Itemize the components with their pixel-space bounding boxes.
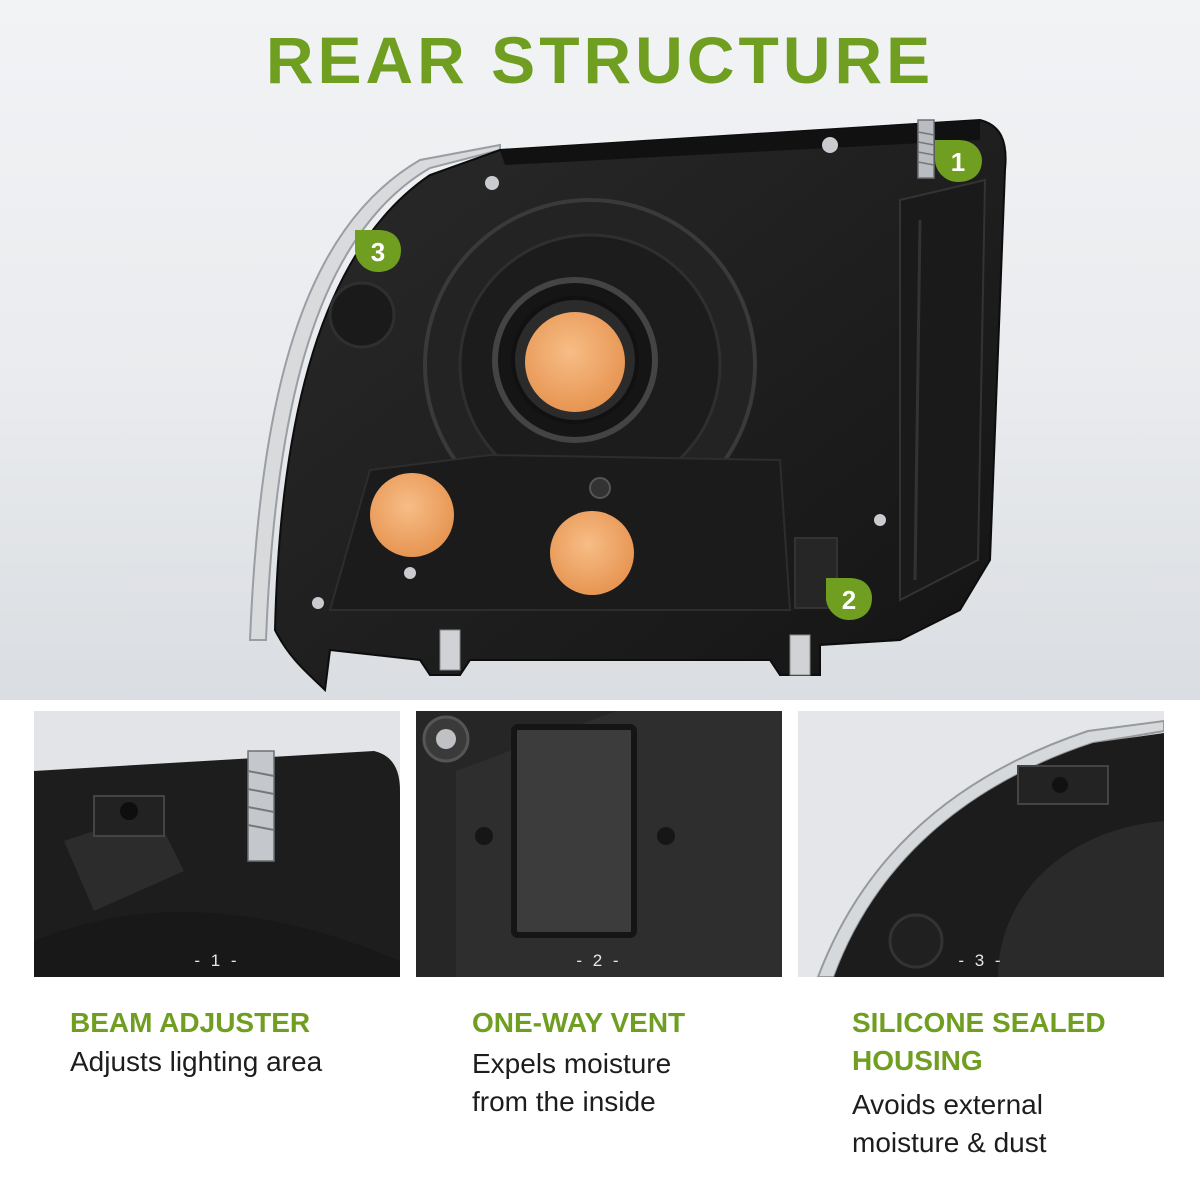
feature-title-beam-adjuster: BEAM ADJUSTER <box>70 1007 311 1038</box>
feature-desc-one-way-vent: Expels moisture from the inside <box>472 1048 672 1117</box>
panel-number-3: - 3 - <box>958 951 1004 970</box>
detail-panel-sealed-housing: - 3 - <box>798 711 1164 977</box>
marker-label-2: 2 <box>842 585 856 615</box>
leaf-badge-icon <box>935 140 982 182</box>
turn-signal-cap <box>370 473 454 557</box>
marker-badge-3: 3 <box>355 230 401 272</box>
beam-adjuster-closeup <box>34 711 400 977</box>
feature-title-sealed-housing: SILICONE SEALED HOUSING <box>852 1007 1106 1076</box>
vent-closeup <box>416 711 782 977</box>
marker-badge-1: 1 <box>935 140 982 182</box>
feature-desc-sealed-housing: Avoids external moisture & dust <box>852 1089 1047 1158</box>
marker-badge-2: 2 <box>826 578 872 620</box>
marker-label-1: 1 <box>951 147 965 177</box>
leaf-badge-icon <box>826 578 872 620</box>
page-title: REAR STRUCTURE <box>265 23 935 97</box>
headlight-rear-illustration: 1 2 3 <box>248 118 1007 693</box>
side-ribs <box>899 178 987 602</box>
feature-title-one-way-vent: ONE-WAY VENT <box>472 1007 686 1038</box>
feature-desc-beam-adjuster: Adjusts lighting area <box>70 1046 323 1077</box>
panel-number-1: - 1 - <box>194 951 240 970</box>
sealed-housing-closeup <box>798 711 1164 977</box>
marker-cap <box>550 511 634 595</box>
leaf-badge-icon <box>355 230 401 272</box>
detail-panel-beam-adjuster: - 1 - <box>34 711 422 977</box>
adjuster-bolt <box>917 119 935 179</box>
detail-panel-one-way-vent: - 2 - <box>416 711 782 977</box>
panel-number-2: - 2 - <box>576 951 622 970</box>
main-bulb-cap <box>525 312 625 412</box>
vent-membrane <box>511 724 637 938</box>
marker-label-3: 3 <box>371 237 385 267</box>
